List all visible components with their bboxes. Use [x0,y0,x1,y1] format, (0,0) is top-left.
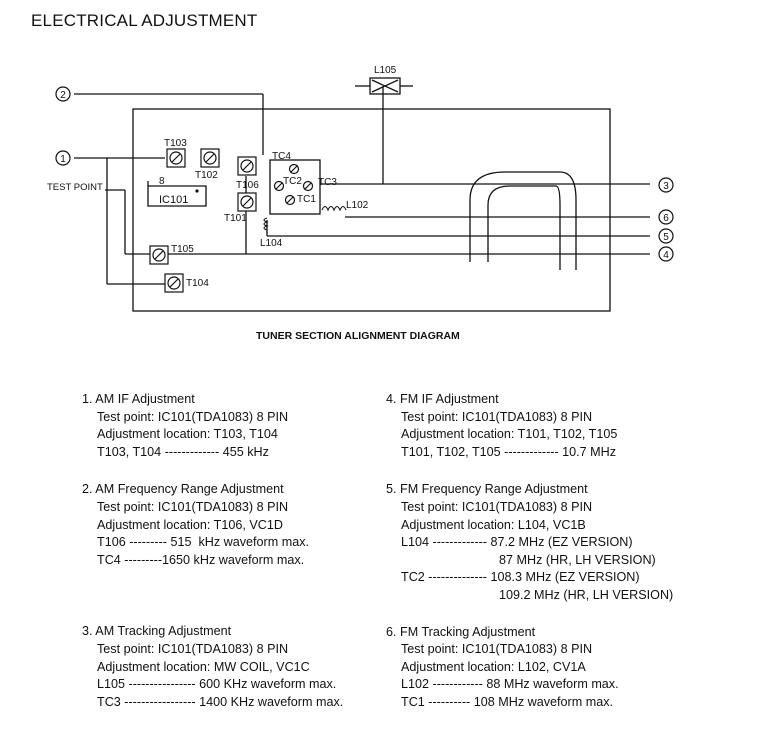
t102-coil [200,148,220,168]
procedure-line: TC1 ---------- 108 MHz waveform max. [401,694,613,709]
l104-coil [263,217,269,231]
procedure-line: Test point: IC101(TDA1083) 8 PIN [97,499,289,514]
label-t104: T104 [186,278,209,289]
procedure-line: T103, T104 ------------- 455 kHz [97,444,269,459]
label-t105: T105 [171,244,194,255]
procedure-line: Test point: IC101(TDA1083) 8 PIN [97,641,289,656]
label-tc2: TC2 [283,176,302,187]
terminal-markers [55,86,674,262]
procedures-right: 4. FM IF Adjustment Test point: IC101(TD… [386,391,673,732]
procedure-line: L105 ---------------- 600 KHz waveform m… [97,677,337,692]
label-l104: L104 [260,238,283,249]
procedure-line: Test point: IC101(TDA1083) 8 PIN [401,409,593,424]
procedure-line: Adjustment location: T106, VC1D [97,517,283,532]
label-t103: T103 [164,138,187,149]
procedure-line: TC4 ---------1650 kHz waveform max. [97,552,305,567]
page-title: ELECTRICAL ADJUSTMENT [31,11,258,30]
procedure-line: Adjustment location: T103, T104 [97,427,278,442]
terminal-2-label: 2 [60,90,66,101]
tc1-trimmer [284,194,296,206]
procedure-heading: 4. FM IF Adjustment [386,392,499,406]
procedure-line: 87 MHz (HR, LH VERSION) [499,552,656,567]
ic101-pin-label: 8 [159,176,165,187]
procedure-line: T106 --------- 515 kHz waveform max. [97,535,310,550]
procedure-line: L102 ------------ 88 MHz waveform max. [401,677,619,692]
procedure-line: Test point: IC101(TDA1083) 8 PIN [401,499,593,514]
procedure-fm-if: 4. FM IF Adjustment Test point: IC101(TD… [386,391,673,461]
diagram-caption: TUNER SECTION ALIGNMENT DIAGRAM [256,330,460,342]
procedure-heading: 6. FM Tracking Adjustment [386,624,536,639]
tc2-trimmer [273,180,285,192]
terminal-5-label: 5 [663,232,669,243]
procedure-heading: 1. AM IF Adjustment [82,392,195,406]
ic101-label: IC101 [159,194,188,206]
procedure-line: TC3 ----------------- 1400 KHz waveform … [97,694,344,709]
procedure-heading: 5. FM Frequency Range Adjustment [386,482,588,497]
terminal-6-label: 6 [663,213,669,224]
terminal-4-label: 4 [663,250,669,261]
procedure-heading: 3. AM Tracking Adjustment [82,624,232,639]
terminal-6 [658,209,674,225]
label-t106: T106 [236,180,259,191]
terminal-3 [658,177,674,193]
label-t102: T102 [195,170,218,181]
procedure-line: TC2 -------------- 108.3 MHz (EZ VERSION… [401,570,640,585]
procedure-line: L104 ------------- 87.2 MHz (EZ VERSION) [401,535,633,550]
t104-coil [164,273,184,293]
terminal-1 [55,150,71,166]
terminal-2 [55,86,71,102]
procedure-line: Adjustment location: MW COIL, VC1C [97,659,310,674]
procedure-line: Test point: IC101(TDA1083) 8 PIN [401,642,593,657]
procedure-line: Adjustment location: L104, VC1B [401,517,586,532]
procedure-line: Adjustment location: T101, T102, T105 [401,427,618,442]
procedure-fm-frequency-range: 5. FM Frequency Range Adjustment Test po… [386,481,673,604]
procedure-am-if: 1. AM IF Adjustment Test point: IC101(TD… [82,391,343,461]
terminal-5 [658,228,674,244]
terminal-1-label: 1 [60,154,66,165]
test-point-label: TEST POINT [47,182,103,193]
tuner-board-outline [132,108,611,312]
procedures-left: 1. AM IF Adjustment Test point: IC101(TD… [82,391,343,731]
procedure-am-frequency-range: 2. AM Frequency Range Adjustment Test po… [82,481,343,569]
l102-coil [321,205,347,212]
label-tc3: TC3 [318,177,337,188]
label-l105: L105 [374,65,397,76]
tuner-alignment-diagram: 2 1 3 6 5 4 T103 T102 T106 T101 T105 T10… [47,65,674,312]
t103-coil [166,148,186,168]
procedure-heading: 2. AM Frequency Range Adjustment [82,482,284,497]
t105-coil [149,245,169,265]
terminal-4 [658,246,674,262]
tc4-trimmer [288,163,300,175]
label-t101: T101 [224,213,247,224]
procedure-line: Test point: IC101(TDA1083) 8 PIN [97,409,289,424]
label-tc4: TC4 [272,151,291,162]
procedure-am-tracking: 3. AM Tracking Adjustment Test point: IC… [82,623,343,711]
tc3-trimmer [302,180,314,192]
label-tc1: TC1 [297,194,316,205]
terminal-3-label: 3 [663,181,669,192]
label-l102: L102 [346,200,369,211]
t106-coil [237,156,257,176]
procedure-line: T101, T102, T105 ------------- 10.7 MHz [401,444,617,459]
procedure-fm-tracking: 6. FM Tracking Adjustment Test point: IC… [386,624,673,712]
t101-coil [237,192,257,212]
procedure-line: Adjustment location: L102, CV1A [401,659,586,674]
procedure-line: 109.2 MHz (HR, LH VERSION) [499,587,674,602]
